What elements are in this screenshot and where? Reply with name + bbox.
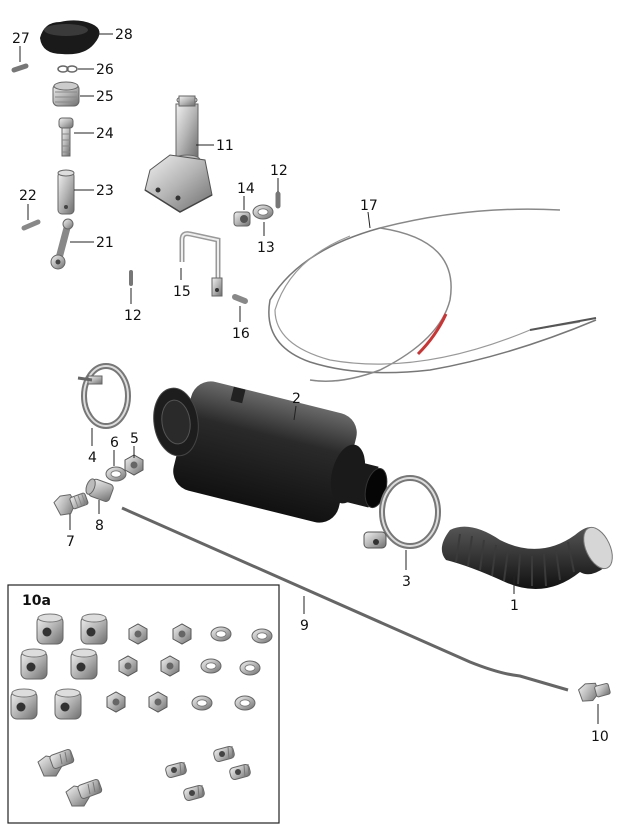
threaded-stud-part xyxy=(58,117,74,157)
callout-25: 25 xyxy=(96,89,114,105)
callout-27: 27 xyxy=(12,31,30,47)
pin-part xyxy=(11,63,29,73)
knob-part xyxy=(40,20,100,55)
callout-1: 1 xyxy=(510,598,519,614)
callout-15: 15 xyxy=(173,284,191,300)
clamp-part xyxy=(363,475,441,549)
rod-bracket-part xyxy=(179,231,223,297)
muffler-part xyxy=(153,381,388,523)
callout-23: 23 xyxy=(96,183,114,199)
sleeve-part xyxy=(57,169,75,215)
cable-bracket-part xyxy=(144,95,213,213)
knurled-nut-part xyxy=(52,81,80,107)
callout-11: 11 xyxy=(216,138,234,154)
bolt-part xyxy=(577,682,611,702)
leader-lines xyxy=(19,33,599,724)
callout-3: 3 xyxy=(402,574,411,590)
pin-part xyxy=(21,219,41,231)
callout-14: 14 xyxy=(237,181,255,197)
callout-10: 10 xyxy=(591,729,609,745)
callout-6: 6 xyxy=(110,435,119,451)
rod-part xyxy=(121,506,569,692)
callout-17: 17 xyxy=(360,198,378,214)
lever-part xyxy=(50,218,74,270)
callout-12-top: 12 xyxy=(270,163,288,179)
callout-26: 26 xyxy=(96,62,114,78)
washer-part xyxy=(105,466,127,482)
callout-24: 24 xyxy=(96,126,114,142)
callout-9: 9 xyxy=(300,618,309,634)
callout-21: 21 xyxy=(96,235,114,251)
callout-8: 8 xyxy=(95,518,104,534)
callout-13: 13 xyxy=(257,240,275,256)
flexible-hose-part xyxy=(441,526,613,590)
bolt-part xyxy=(53,492,89,516)
callout-7: 7 xyxy=(66,534,75,550)
callout-2: 2 xyxy=(292,391,301,407)
callout-5: 5 xyxy=(130,431,139,447)
circlip-part xyxy=(57,65,78,73)
callout-4: 4 xyxy=(88,450,97,466)
pin-part xyxy=(232,294,248,304)
callout-16: 16 xyxy=(232,326,250,342)
callout-12-lower: 12 xyxy=(124,308,142,324)
hose-clamp-part xyxy=(77,363,131,429)
inset-title: 10a xyxy=(22,593,51,609)
callout-22: 22 xyxy=(19,188,37,204)
washer-part xyxy=(252,204,274,220)
callout-28: 28 xyxy=(115,27,133,43)
callout-labels: 28 27 26 25 24 23 22 21 11 12 14 13 15 1… xyxy=(12,27,609,745)
spacer-part xyxy=(85,478,114,502)
nipple-part xyxy=(233,211,251,227)
heater-cable-part xyxy=(268,208,597,382)
